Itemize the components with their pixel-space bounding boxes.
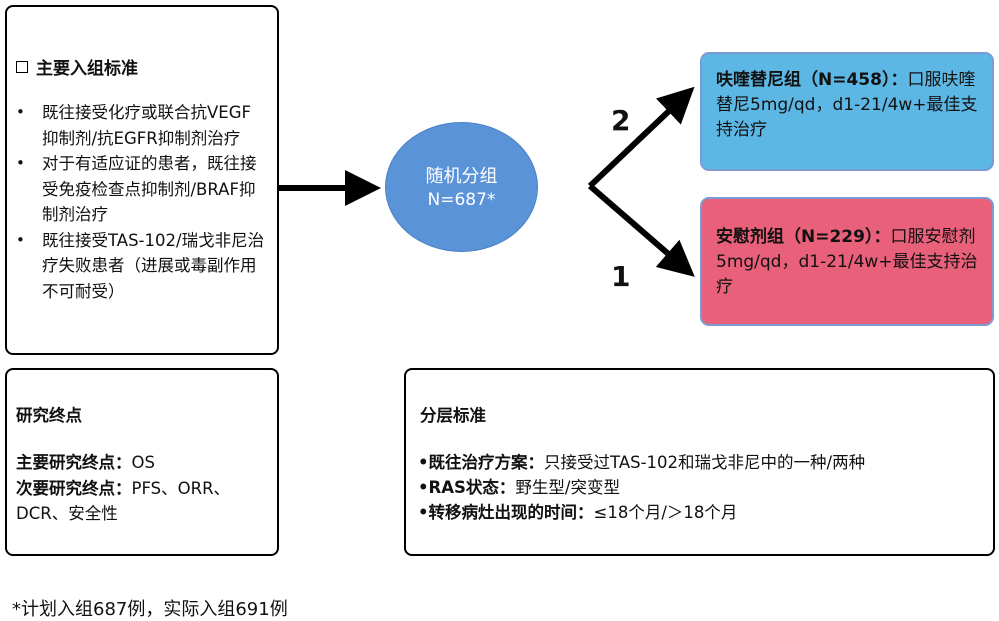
primary-endpoint-value: OS <box>131 453 155 472</box>
stratification-item: •转移病灶出现的时间：≤18个月/＞18个月 <box>418 500 737 525</box>
stratification-item-value: 野生型/突变型 <box>515 478 620 497</box>
arm-placebo-box: 安慰剂组（N=229）：口服安慰剂5mg/qd，d1-21/4w+最佳支持治疗 <box>700 197 994 326</box>
stratification-item-value: 只接受过TAS-102和瑞戈非尼中的一种/两种 <box>544 453 866 472</box>
ratio-arm-2: 1 <box>611 260 631 293</box>
checkbox-icon <box>16 61 28 73</box>
arrow-to-arm-1 <box>587 86 695 189</box>
arm-1-name: 呋喹替尼组（N=458）： <box>716 70 908 90</box>
inclusion-title-text: 主要入组标准 <box>36 59 138 79</box>
stratification-item-label: •RAS状态： <box>418 478 516 497</box>
stratification-item: •既往治疗方案：只接受过TAS-102和瑞戈非尼中的一种/两种 <box>418 450 865 475</box>
stratification-item-value: ≤18个月/＞18个月 <box>593 503 738 522</box>
endpoints-box <box>5 368 279 556</box>
secondary-endpoint-value: PFS、ORR、DCR、安全性 <box>16 479 231 523</box>
stratification-title: 分层标准 <box>420 406 486 425</box>
stratification-item-label: •转移病灶出现的时间： <box>418 503 594 522</box>
stratification-item-label: •既往治疗方案： <box>418 453 545 472</box>
ratio-arm-1: 2 <box>611 104 631 137</box>
primary-endpoint-label: 主要研究终点： <box>16 453 132 472</box>
stratification-box <box>404 368 995 556</box>
inclusion-item: 既往接受TAS-102/瑞戈非尼治疗失败患者（进展或毒副作用不可耐受） <box>16 228 266 305</box>
secondary-endpoint: 次要研究终点：PFS、ORR、DCR、安全性 <box>16 476 271 526</box>
arm-2-name: 安慰剂组（N=229）： <box>716 227 891 247</box>
inclusion-title: 主要入组标准 <box>16 54 138 79</box>
inclusion-item: 对于有适应证的患者，既往接受免疫检查点抑制剂/BRAF抑制剂治疗 <box>16 151 266 228</box>
arm-fruquintinib-box: 呋喹替尼组（N=458）：口服呋喹替尼5mg/qd，d1-21/4w+最佳支持治… <box>700 52 994 171</box>
arrow-to-arm-2 <box>588 183 695 277</box>
randomization-node <box>385 122 538 252</box>
endpoints-title: 研究终点 <box>16 406 82 425</box>
arm-1-desc: 口服呋喹替尼5mg/qd，d1-21/4w+最佳支持治疗 <box>716 70 978 140</box>
randomization-label: 随机分组 <box>425 166 498 187</box>
secondary-endpoint-label: 次要研究终点： <box>16 479 132 498</box>
inclusion-list: 既往接受化疗或联合抗VEGF抑制剂/抗EGFR抑制剂治疗 对于有适应证的患者，既… <box>16 100 266 304</box>
arm-2-desc: 口服安慰剂5mg/qd，d1-21/4w+最佳支持治疗 <box>716 227 978 297</box>
stratification-item: •RAS状态：野生型/突变型 <box>418 475 620 500</box>
inclusion-item: 既往接受化疗或联合抗VEGF抑制剂/抗EGFR抑制剂治疗 <box>16 100 266 151</box>
primary-endpoint: 主要研究终点：OS <box>16 450 271 475</box>
randomization-n: N=687* <box>427 190 496 210</box>
footnote: *计划入组687例，实际入组691例 <box>12 599 288 620</box>
